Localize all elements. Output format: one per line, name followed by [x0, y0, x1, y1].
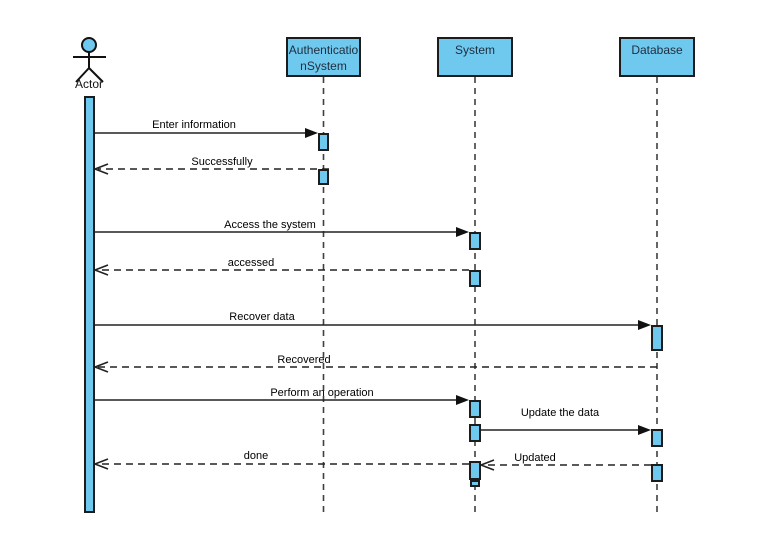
activation-bar-auth-1[interactable]	[318, 133, 329, 151]
activation-bar-database-2[interactable]	[651, 429, 663, 447]
lifeline-header-database[interactable]: Database	[619, 37, 695, 77]
message-label-recovered[interactable]: Recovered	[277, 354, 331, 366]
activation-bar-system-4[interactable]	[469, 424, 481, 442]
activation-bar-system-6[interactable]	[470, 480, 480, 487]
message-arrow-access-the-system[interactable]	[95, 227, 469, 237]
message-arrow-recovered[interactable]	[92, 361, 657, 373]
message-arrow-successfully[interactable]	[92, 163, 329, 175]
activation-bar-system-2[interactable]	[469, 270, 481, 287]
message-label-recover-data[interactable]: Recover data	[229, 311, 295, 323]
message-label-access-the-system[interactable]: Access the system	[224, 219, 316, 231]
actor-label: Actor	[74, 77, 104, 91]
message-label-done[interactable]: done	[243, 450, 269, 462]
activation-bar-database-3[interactable]	[651, 464, 663, 482]
activation-bar-actor[interactable]	[84, 96, 95, 513]
activation-bar-auth-2[interactable]	[318, 169, 329, 185]
activation-bar-system-3[interactable]	[469, 400, 481, 418]
lifeline-header-authenticationsystem[interactable]: AuthenticationSystem	[286, 37, 361, 77]
message-label-enter-information[interactable]: Enter information	[152, 119, 236, 131]
message-label-accessed[interactable]: accessed	[227, 257, 275, 269]
message-label-perform-an-operation[interactable]: Perform an operation	[270, 387, 374, 399]
message-arrow-enter-information[interactable]	[95, 128, 318, 138]
activation-bar-database-1[interactable]	[651, 325, 663, 351]
message-label-update-the-data[interactable]: Update the data	[520, 407, 600, 419]
actor-figure[interactable]	[73, 37, 106, 83]
message-arrow-done[interactable]	[92, 458, 469, 470]
message-arrow-perform-an-operation[interactable]	[95, 395, 469, 405]
message-arrow-updated[interactable]	[478, 459, 651, 471]
activation-bar-system-1[interactable]	[469, 232, 481, 250]
message-arrow-accessed[interactable]	[92, 264, 469, 276]
message-arrow-update-the-data[interactable]	[481, 425, 651, 435]
message-label-successfully[interactable]: Successfully	[191, 156, 253, 168]
lifeline-header-system[interactable]: System	[437, 37, 513, 77]
activation-bar-system-5[interactable]	[469, 461, 481, 480]
message-arrow-recover-data[interactable]	[95, 320, 651, 330]
message-label-updated[interactable]: Updated	[514, 452, 556, 464]
